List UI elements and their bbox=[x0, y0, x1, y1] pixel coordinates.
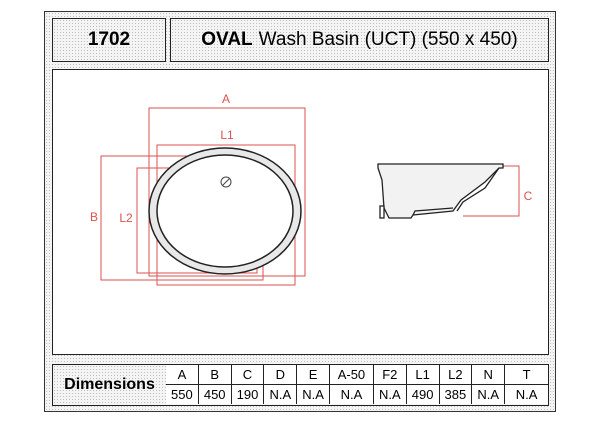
dim-header: F2 bbox=[373, 365, 406, 385]
header-row: 1702 OVAL Wash Basin (UCT) (550 x 450) bbox=[52, 18, 549, 62]
label-A: A bbox=[222, 92, 230, 106]
dim-value: N.A bbox=[378, 387, 401, 402]
dim-header: B bbox=[198, 365, 231, 385]
drawing-canvas: A L1 B L2 C bbox=[90, 92, 533, 286]
dim-header: E bbox=[297, 365, 329, 385]
title-bold: OVAL bbox=[201, 29, 253, 50]
dim-col-D: D N.A bbox=[263, 365, 297, 404]
dim-box-A bbox=[148, 107, 306, 277]
title-rest: Wash Basin (UCT) (550 x 450) bbox=[258, 29, 518, 50]
dim-col-E: E N.A bbox=[296, 365, 329, 404]
dimensions-label: Dimensions bbox=[53, 365, 167, 404]
label-L1: L1 bbox=[220, 128, 234, 142]
dim-col-A: A 550 bbox=[166, 365, 198, 404]
dimensions-table: Dimensions A 550 B 450 C 190 D N.A E N.A… bbox=[52, 364, 549, 406]
dim-header: N bbox=[472, 365, 505, 385]
dim-col-B: B 450 bbox=[197, 365, 231, 404]
dim-value: 385 bbox=[444, 387, 467, 402]
dim-value: 450 bbox=[203, 387, 226, 402]
dim-col-L2: L2 385 bbox=[438, 365, 472, 404]
dim-value: N.A bbox=[515, 387, 538, 402]
dim-col-C: C 190 bbox=[230, 365, 264, 404]
dim-header: A bbox=[166, 365, 198, 385]
dim-header: L2 bbox=[439, 365, 472, 385]
dim-header: L1 bbox=[406, 365, 439, 385]
technical-drawing: A L1 B L2 C bbox=[52, 69, 549, 355]
drain-icon bbox=[220, 176, 232, 188]
label-B: B bbox=[90, 210, 98, 224]
basin-side-profile bbox=[377, 163, 504, 219]
dimension-columns: A 550 B 450 C 190 D N.A E N.A A-50 N.A F… bbox=[166, 365, 549, 404]
basin-top-view bbox=[148, 147, 302, 275]
dim-value: 550 bbox=[171, 387, 193, 402]
label-L2: L2 bbox=[119, 211, 133, 225]
dim-col-N: N N.A bbox=[471, 365, 505, 404]
label-C: C bbox=[524, 189, 533, 203]
dim-header: D bbox=[264, 365, 297, 385]
dim-value: N.A bbox=[477, 387, 500, 402]
model-code: 1702 bbox=[52, 18, 166, 62]
dim-value: 190 bbox=[236, 387, 259, 402]
dim-header: T bbox=[505, 365, 549, 385]
dim-value: N.A bbox=[302, 387, 324, 402]
dim-header: C bbox=[231, 365, 264, 385]
dim-col-F2: F2 N.A bbox=[372, 365, 406, 404]
dim-col-L1: L1 490 bbox=[405, 365, 439, 404]
dim-value: N.A bbox=[340, 387, 363, 402]
dim-header: A-50 bbox=[329, 365, 373, 385]
dim-col-A-50: A-50 N.A bbox=[328, 365, 373, 404]
dim-value: N.A bbox=[269, 387, 292, 402]
dim-value: 490 bbox=[411, 387, 434, 402]
dim-col-T: T N.A bbox=[504, 365, 549, 404]
product-title: OVAL Wash Basin (UCT) (550 x 450) bbox=[170, 18, 549, 62]
